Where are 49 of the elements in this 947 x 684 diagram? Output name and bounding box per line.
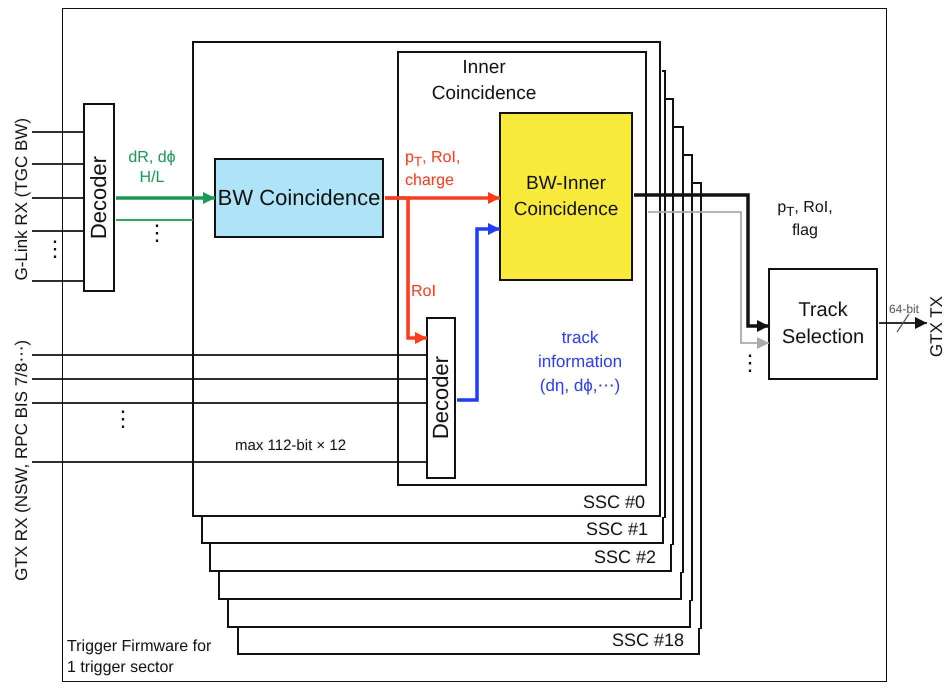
decoder-box: Decoder bbox=[426, 317, 456, 479]
panel-title: SSC #1 bbox=[586, 518, 648, 541]
ellipsis-mark: ⋮ bbox=[739, 352, 761, 374]
edge-label: 64-bit bbox=[889, 302, 920, 317]
annotation-text: track information (dη, dϕ,⋯) bbox=[536, 327, 624, 397]
coincidence-panel bbox=[397, 51, 647, 486]
coincidence-box: BW-Inner Coincidence bbox=[499, 112, 633, 281]
connector-line bbox=[32, 197, 84, 199]
firmware-frame bbox=[62, 8, 887, 682]
connector-line bbox=[32, 461, 427, 463]
connector-line bbox=[32, 354, 427, 356]
edge-label: p$_{T}$, RoI, charge bbox=[405, 148, 462, 191]
port-label: G-Link RX (TGC BW) bbox=[12, 105, 32, 293]
arrow bbox=[116, 192, 215, 204]
ssc-card bbox=[227, 600, 691, 628]
ssc-card bbox=[192, 41, 661, 517]
arrow bbox=[385, 196, 427, 344]
ssc-card bbox=[237, 628, 700, 655]
ellipsis-mark: ⋮ bbox=[146, 222, 168, 244]
edge-label: RoI bbox=[411, 282, 437, 302]
decoder-box: Decoder bbox=[83, 103, 115, 292]
arrow bbox=[634, 193, 769, 332]
port-label: GTX RX (NSW, RPC BIS 7/8⋯) bbox=[12, 318, 32, 603]
arrow bbox=[648, 211, 769, 349]
arrow bbox=[457, 223, 500, 402]
card-title: SSC #0 bbox=[582, 490, 645, 514]
edge-label: max 112-bit × 12 bbox=[235, 437, 348, 456]
connector-line bbox=[32, 402, 427, 404]
panel-title: SSC #2 bbox=[594, 546, 656, 569]
port-label: GTX TX bbox=[927, 288, 947, 366]
frame-title: Trigger Firmware for 1 trigger sector bbox=[67, 636, 212, 678]
connector-line bbox=[116, 219, 193, 221]
ellipsis-mark: ⋮ bbox=[112, 408, 134, 430]
coincidence-box: BW Coincidence bbox=[214, 158, 384, 238]
arrow bbox=[879, 317, 927, 329]
selection-box: Track Selection bbox=[768, 268, 878, 380]
connector-line bbox=[32, 378, 427, 380]
connector-line bbox=[32, 163, 84, 165]
edge-label: dR, dϕ H/L bbox=[127, 148, 177, 188]
connector-line bbox=[32, 230, 84, 232]
ssc-card bbox=[218, 572, 682, 600]
connector-line bbox=[32, 131, 84, 133]
edge-label: p$_{T}$, RoI, flag bbox=[776, 198, 834, 241]
connector-line bbox=[32, 280, 84, 282]
ellipsis-mark: ⋮ bbox=[44, 238, 66, 260]
ssc-card bbox=[209, 544, 672, 572]
panel-title: SSC #18 bbox=[612, 628, 684, 652]
panel-title: Inner Coincidence bbox=[430, 56, 538, 106]
ssc-card bbox=[201, 517, 664, 544]
